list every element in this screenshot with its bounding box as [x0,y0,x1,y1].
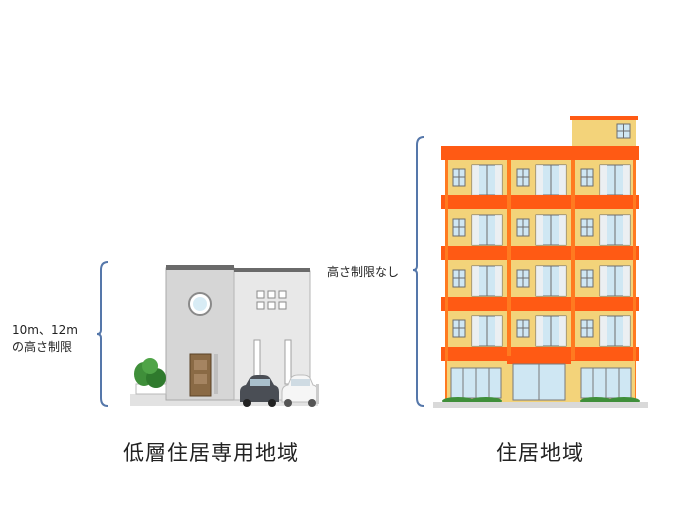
left-height-bracket [96,261,109,407]
left-height-note-line2: の高さ制限 [12,340,73,354]
low-rise-house [96,261,319,407]
left-height-note-line1: 10m、12m [12,323,78,337]
right-height-note: 高さ制限なし [327,265,400,279]
right-height-bracket [412,136,425,407]
left-zone-caption: 低層住居専用地域 [123,441,299,465]
right-zone-caption: 住居地域 [496,441,584,465]
apartment-building [412,116,648,408]
apartment-floors [452,164,631,347]
left-height-note: 10m、12m の高さ制限 [12,322,78,356]
